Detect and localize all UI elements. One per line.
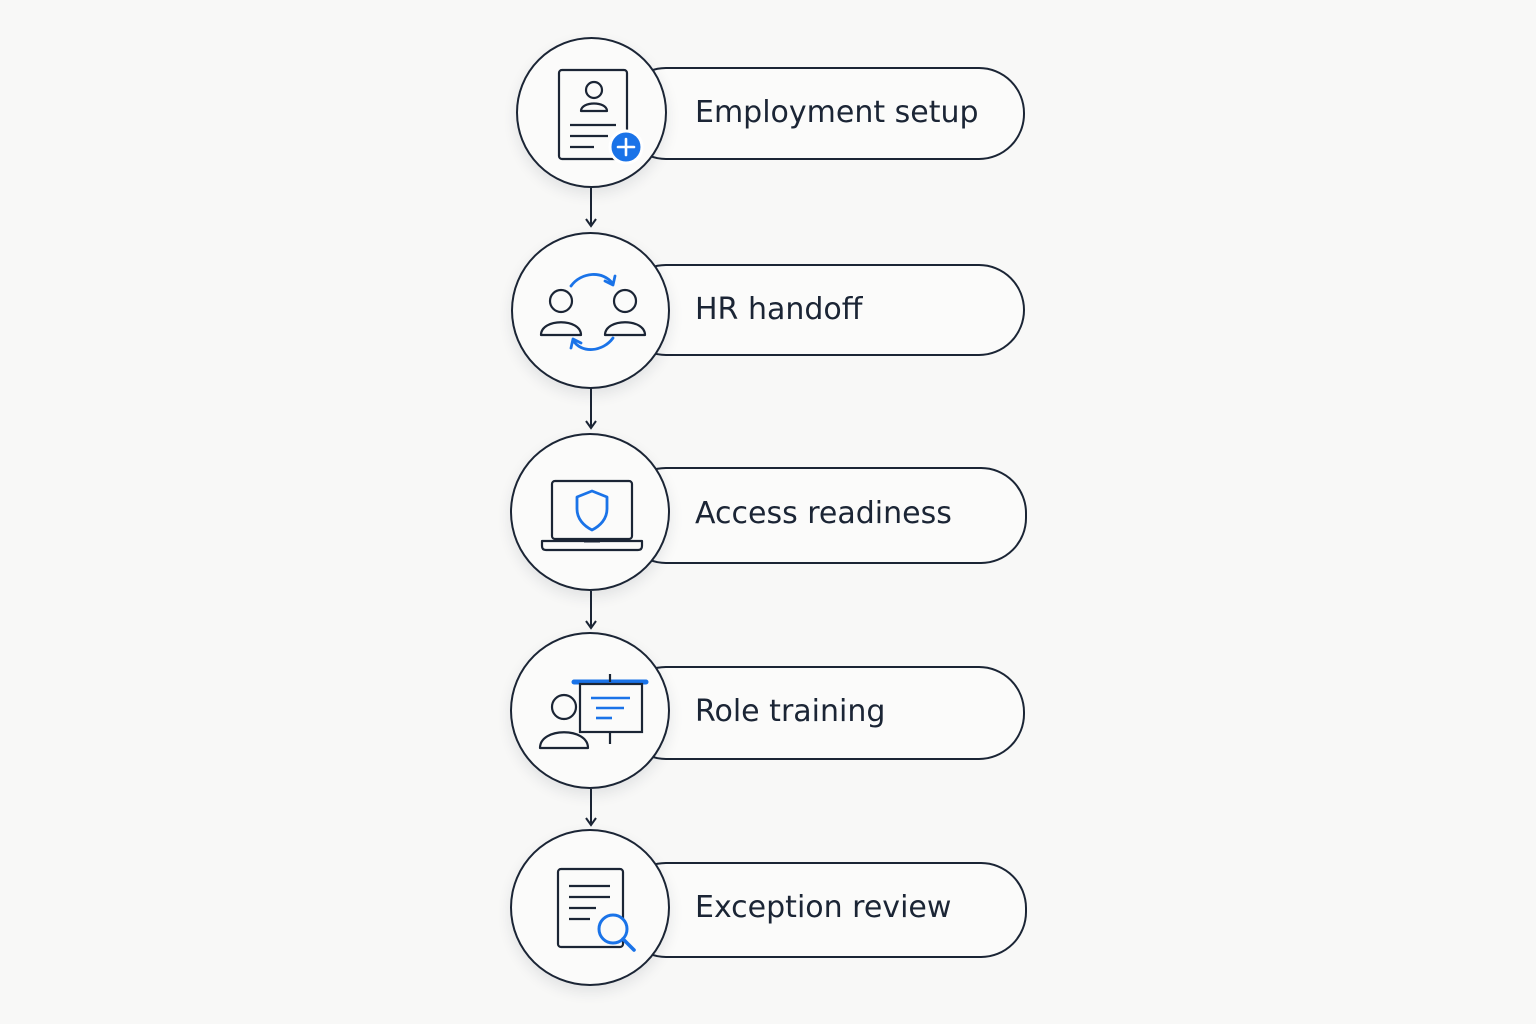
- step-pill: [620, 862, 1027, 958]
- step-icon-circle: [510, 829, 670, 986]
- step-icon-circle: [511, 232, 670, 389]
- connector-arrow-3: [585, 591, 597, 630]
- step-icon-circle: [510, 632, 670, 789]
- step-label: Employment setup: [695, 95, 979, 130]
- step-label: HR handoff: [695, 292, 863, 327]
- step-label: Exception review: [695, 890, 952, 925]
- step-pill: [620, 467, 1027, 564]
- step-pill: [620, 264, 1025, 356]
- presentation-icon: [538, 674, 649, 750]
- step-pill: [620, 666, 1025, 760]
- people-exchange-icon: [539, 273, 647, 351]
- document-add-icon: [557, 68, 644, 165]
- step-label: Access readiness: [695, 496, 952, 531]
- step-label: Role training: [695, 694, 886, 729]
- step-pill: [620, 67, 1025, 160]
- step-icon-circle: [516, 37, 667, 188]
- laptop-shield-icon: [540, 479, 644, 552]
- step-icon-circle: [510, 433, 670, 591]
- connector-arrow-1: [585, 188, 597, 228]
- connector-arrow-2: [585, 388, 597, 430]
- connector-arrow-4: [585, 789, 597, 827]
- document-search-icon: [556, 867, 636, 952]
